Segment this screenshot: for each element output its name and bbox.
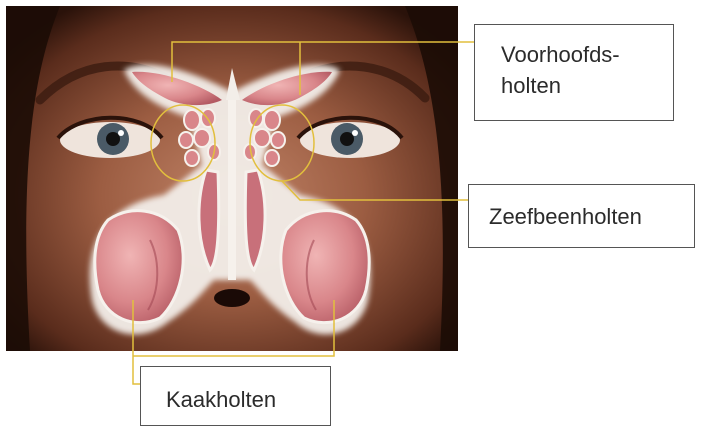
label-ethmoid-sinus: Zeefbeenholten: [468, 184, 695, 248]
label-frontal-sinus: Voorhoofds- holten: [474, 24, 674, 121]
label-maxillary-sinus: Kaakholten: [140, 366, 331, 426]
